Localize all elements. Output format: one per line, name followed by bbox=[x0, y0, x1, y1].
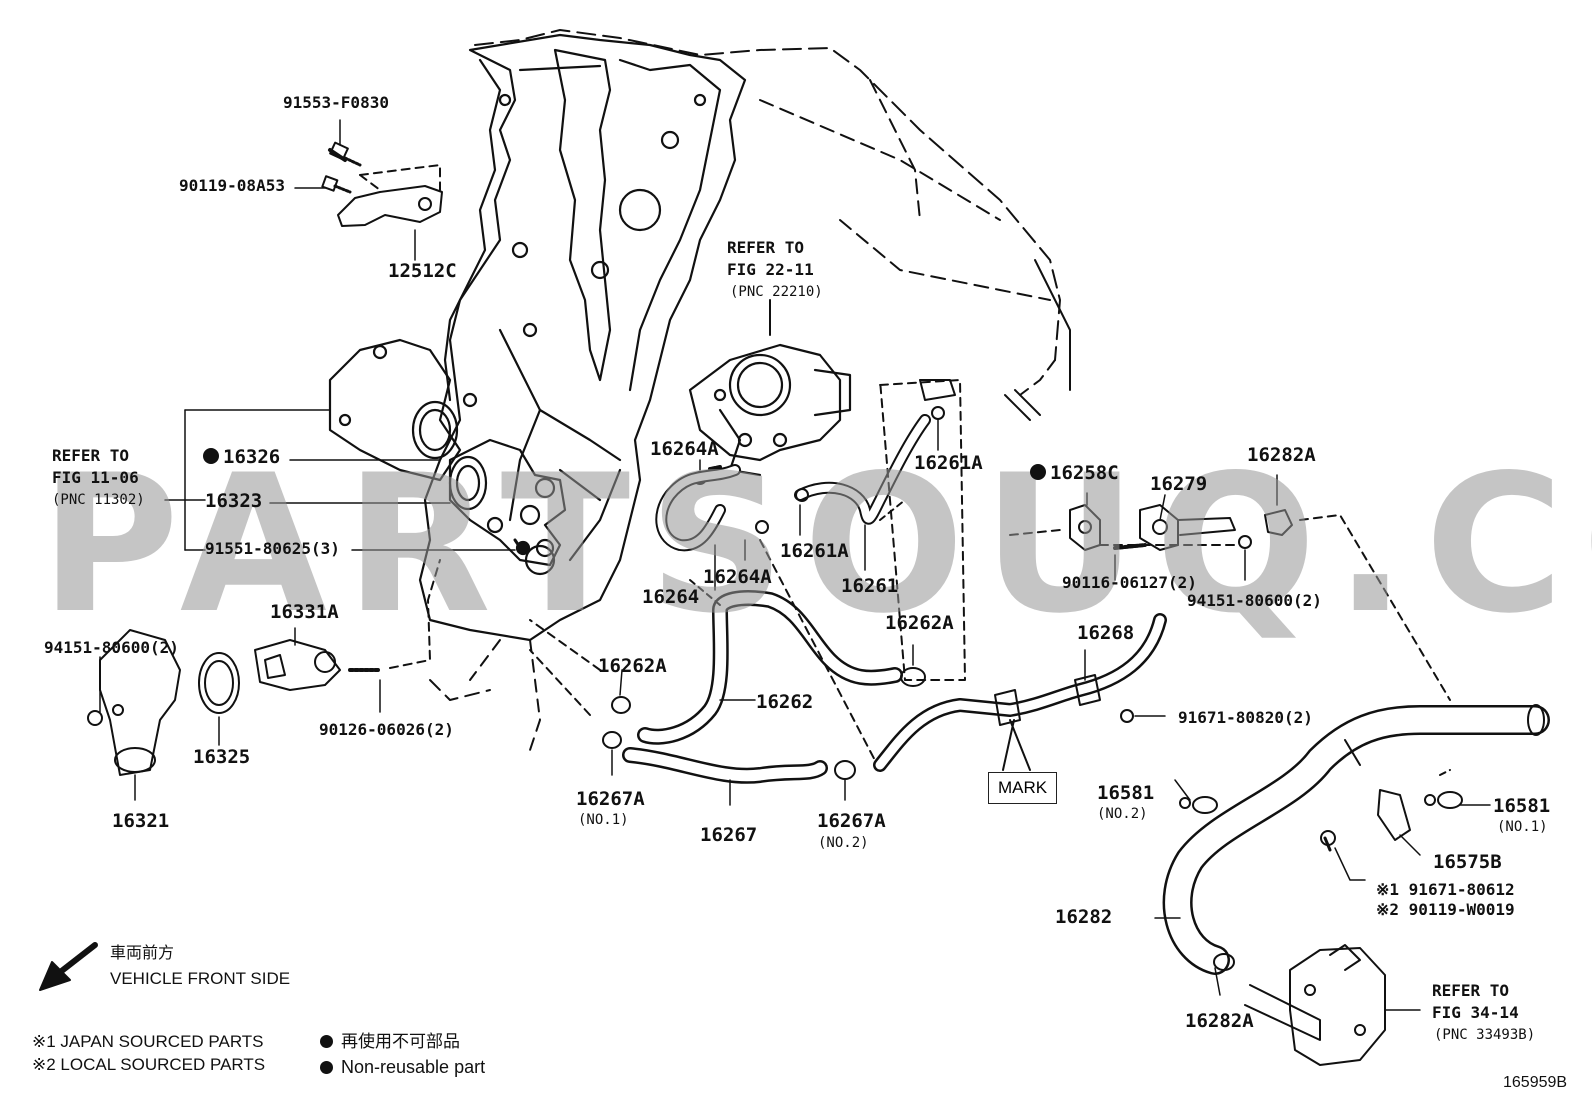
part-16581-no2[interactable]: 16581 bbox=[1097, 782, 1155, 804]
water-inlet-housing-drawing bbox=[448, 438, 567, 567]
part-16581-no2-note: (NO.2) bbox=[1097, 806, 1148, 822]
part-91671-80820[interactable]: 91671-80820(2) bbox=[1178, 708, 1313, 727]
part-16262[interactable]: 16262 bbox=[756, 691, 814, 713]
part-16262A-right[interactable]: 16262A bbox=[885, 612, 954, 634]
part-91671-80612[interactable]: ※1 91671-80612 bbox=[1376, 880, 1515, 899]
part-16267[interactable]: 16267 bbox=[700, 824, 758, 846]
part-16264[interactable]: 16264 bbox=[642, 586, 700, 608]
bypass-pipe-drawing bbox=[1069, 504, 1293, 551]
ref-fig34-line1[interactable]: REFER TO bbox=[1432, 981, 1510, 1000]
part-91553-F0830[interactable]: 91553-F0830 bbox=[283, 93, 389, 112]
part-16258C[interactable]: 16258C bbox=[1030, 464, 1119, 483]
part-16331A[interactable]: 16331A bbox=[270, 601, 339, 623]
part-91551-80625[interactable]: 91551-80625(3) bbox=[205, 539, 340, 558]
engine-lower-dash bbox=[429, 679, 491, 701]
ref-fig11-line3: (PNC 11302) bbox=[52, 492, 145, 508]
part-16262A-left[interactable]: 16262A bbox=[598, 655, 667, 677]
part-16282A-upper[interactable]: 16282A bbox=[1247, 444, 1316, 466]
non-reusable-dot-icon bbox=[203, 448, 219, 464]
ref-fig11-line1[interactable]: REFER TO bbox=[52, 446, 130, 465]
bracket-16575b-drawing bbox=[1377, 789, 1411, 841]
throttle-body-drawing bbox=[688, 343, 852, 477]
part-16264A-upper[interactable]: 16264A bbox=[650, 438, 719, 460]
part-16326[interactable]: 16326 bbox=[203, 448, 280, 467]
legend-nonreusable-jp-text: 再使用不可部品 bbox=[341, 1032, 460, 1051]
part-16279[interactable]: 16279 bbox=[1150, 473, 1208, 495]
hose-16262-drawing bbox=[637, 590, 903, 745]
figure-id: 165959B bbox=[1503, 1074, 1568, 1091]
ref-fig22-line3: (PNC 22210) bbox=[730, 284, 823, 300]
part-16282A-lower[interactable]: 16282A bbox=[1185, 1010, 1254, 1032]
part-16261A-upper[interactable]: 16261A bbox=[914, 452, 983, 474]
thermostat-parts-drawing bbox=[87, 629, 382, 776]
note-japan-sourced: ※1 JAPAN SOURCED PARTS bbox=[32, 1032, 264, 1051]
part-94151-80600-right[interactable]: 94151-80600(2) bbox=[1187, 591, 1322, 610]
note-local-sourced: ※2 LOCAL SOURCED PARTS bbox=[32, 1055, 266, 1074]
part-90119-W0019[interactable]: ※2 90119-W0019 bbox=[1376, 900, 1515, 919]
non-reusable-dot-icon bbox=[1030, 464, 1046, 480]
part-16282[interactable]: 16282 bbox=[1055, 906, 1113, 928]
mark-label: MARK bbox=[988, 772, 1058, 804]
ref-fig11-line2[interactable]: FIG 11-06 bbox=[52, 468, 139, 487]
part-16575B[interactable]: 16575B bbox=[1433, 851, 1502, 873]
engine-block-outline bbox=[474, 29, 1071, 421]
ref-fig22-line2[interactable]: FIG 22-11 bbox=[727, 260, 814, 279]
part-90126-06026[interactable]: 90126-06026(2) bbox=[319, 720, 454, 739]
front-arrow-icon bbox=[39, 942, 98, 991]
front-side-en: VEHICLE FRONT SIDE bbox=[110, 969, 291, 988]
bracket-drawing bbox=[321, 141, 443, 227]
part-12512C[interactable]: 12512C bbox=[388, 260, 457, 282]
part-16267A-no2-note: (NO.2) bbox=[818, 835, 869, 851]
front-side-jp: 車両前方 bbox=[110, 945, 175, 962]
part-16268[interactable]: 16268 bbox=[1077, 622, 1135, 644]
part-16264A-lower[interactable]: 16264A bbox=[703, 566, 772, 588]
legend-nonreusable-en: Non-reusable part bbox=[320, 1058, 485, 1076]
part-16267A-no1-note: (NO.1) bbox=[578, 812, 629, 828]
part-16258C-text: 16258C bbox=[1050, 462, 1119, 484]
leader-lines bbox=[99, 119, 1491, 1011]
part-16581-no1[interactable]: 16581 bbox=[1493, 795, 1551, 817]
legend-nonreusable-en-text: Non-reusable part bbox=[341, 1057, 486, 1077]
ref-fig34-line3: (PNC 33493B) bbox=[1434, 1027, 1536, 1043]
non-reusable-dot-icon bbox=[320, 1061, 333, 1074]
part-94151-80600-left[interactable]: 94151-80600(2) bbox=[44, 638, 179, 657]
part-90119-08A53[interactable]: 90119-08A53 bbox=[179, 176, 285, 195]
legend-nonreusable-jp: 再使用不可部品 bbox=[320, 1033, 460, 1050]
part-16581-no1-note: (NO.1) bbox=[1497, 819, 1548, 835]
hose-16282-drawing bbox=[1162, 705, 1550, 975]
water-pump-drawing bbox=[328, 338, 462, 482]
part-16261[interactable]: 16261 bbox=[841, 575, 899, 597]
part-16261A-lower[interactable]: 16261A bbox=[780, 540, 849, 562]
timing-cover bbox=[418, 33, 747, 642]
part-16321[interactable]: 16321 bbox=[112, 810, 170, 832]
part-16323[interactable]: 16323 bbox=[205, 490, 263, 512]
part-16267A-no2[interactable]: 16267A bbox=[817, 810, 886, 832]
clamp-16581-no2-drawing bbox=[1192, 796, 1218, 814]
ref-fig22-line1[interactable]: REFER TO bbox=[727, 238, 805, 257]
non-reusable-dot-icon bbox=[320, 1035, 333, 1048]
part-90116-06127[interactable]: 90116-06127(2) bbox=[1062, 573, 1197, 592]
oil-cooler-drawing bbox=[1244, 944, 1386, 1066]
ref-fig34-line2[interactable]: FIG 34-14 bbox=[1432, 1003, 1519, 1022]
part-16326-text: 16326 bbox=[223, 446, 281, 468]
part-16267A-no1[interactable]: 16267A bbox=[576, 788, 645, 810]
part-16325[interactable]: 16325 bbox=[193, 746, 251, 768]
